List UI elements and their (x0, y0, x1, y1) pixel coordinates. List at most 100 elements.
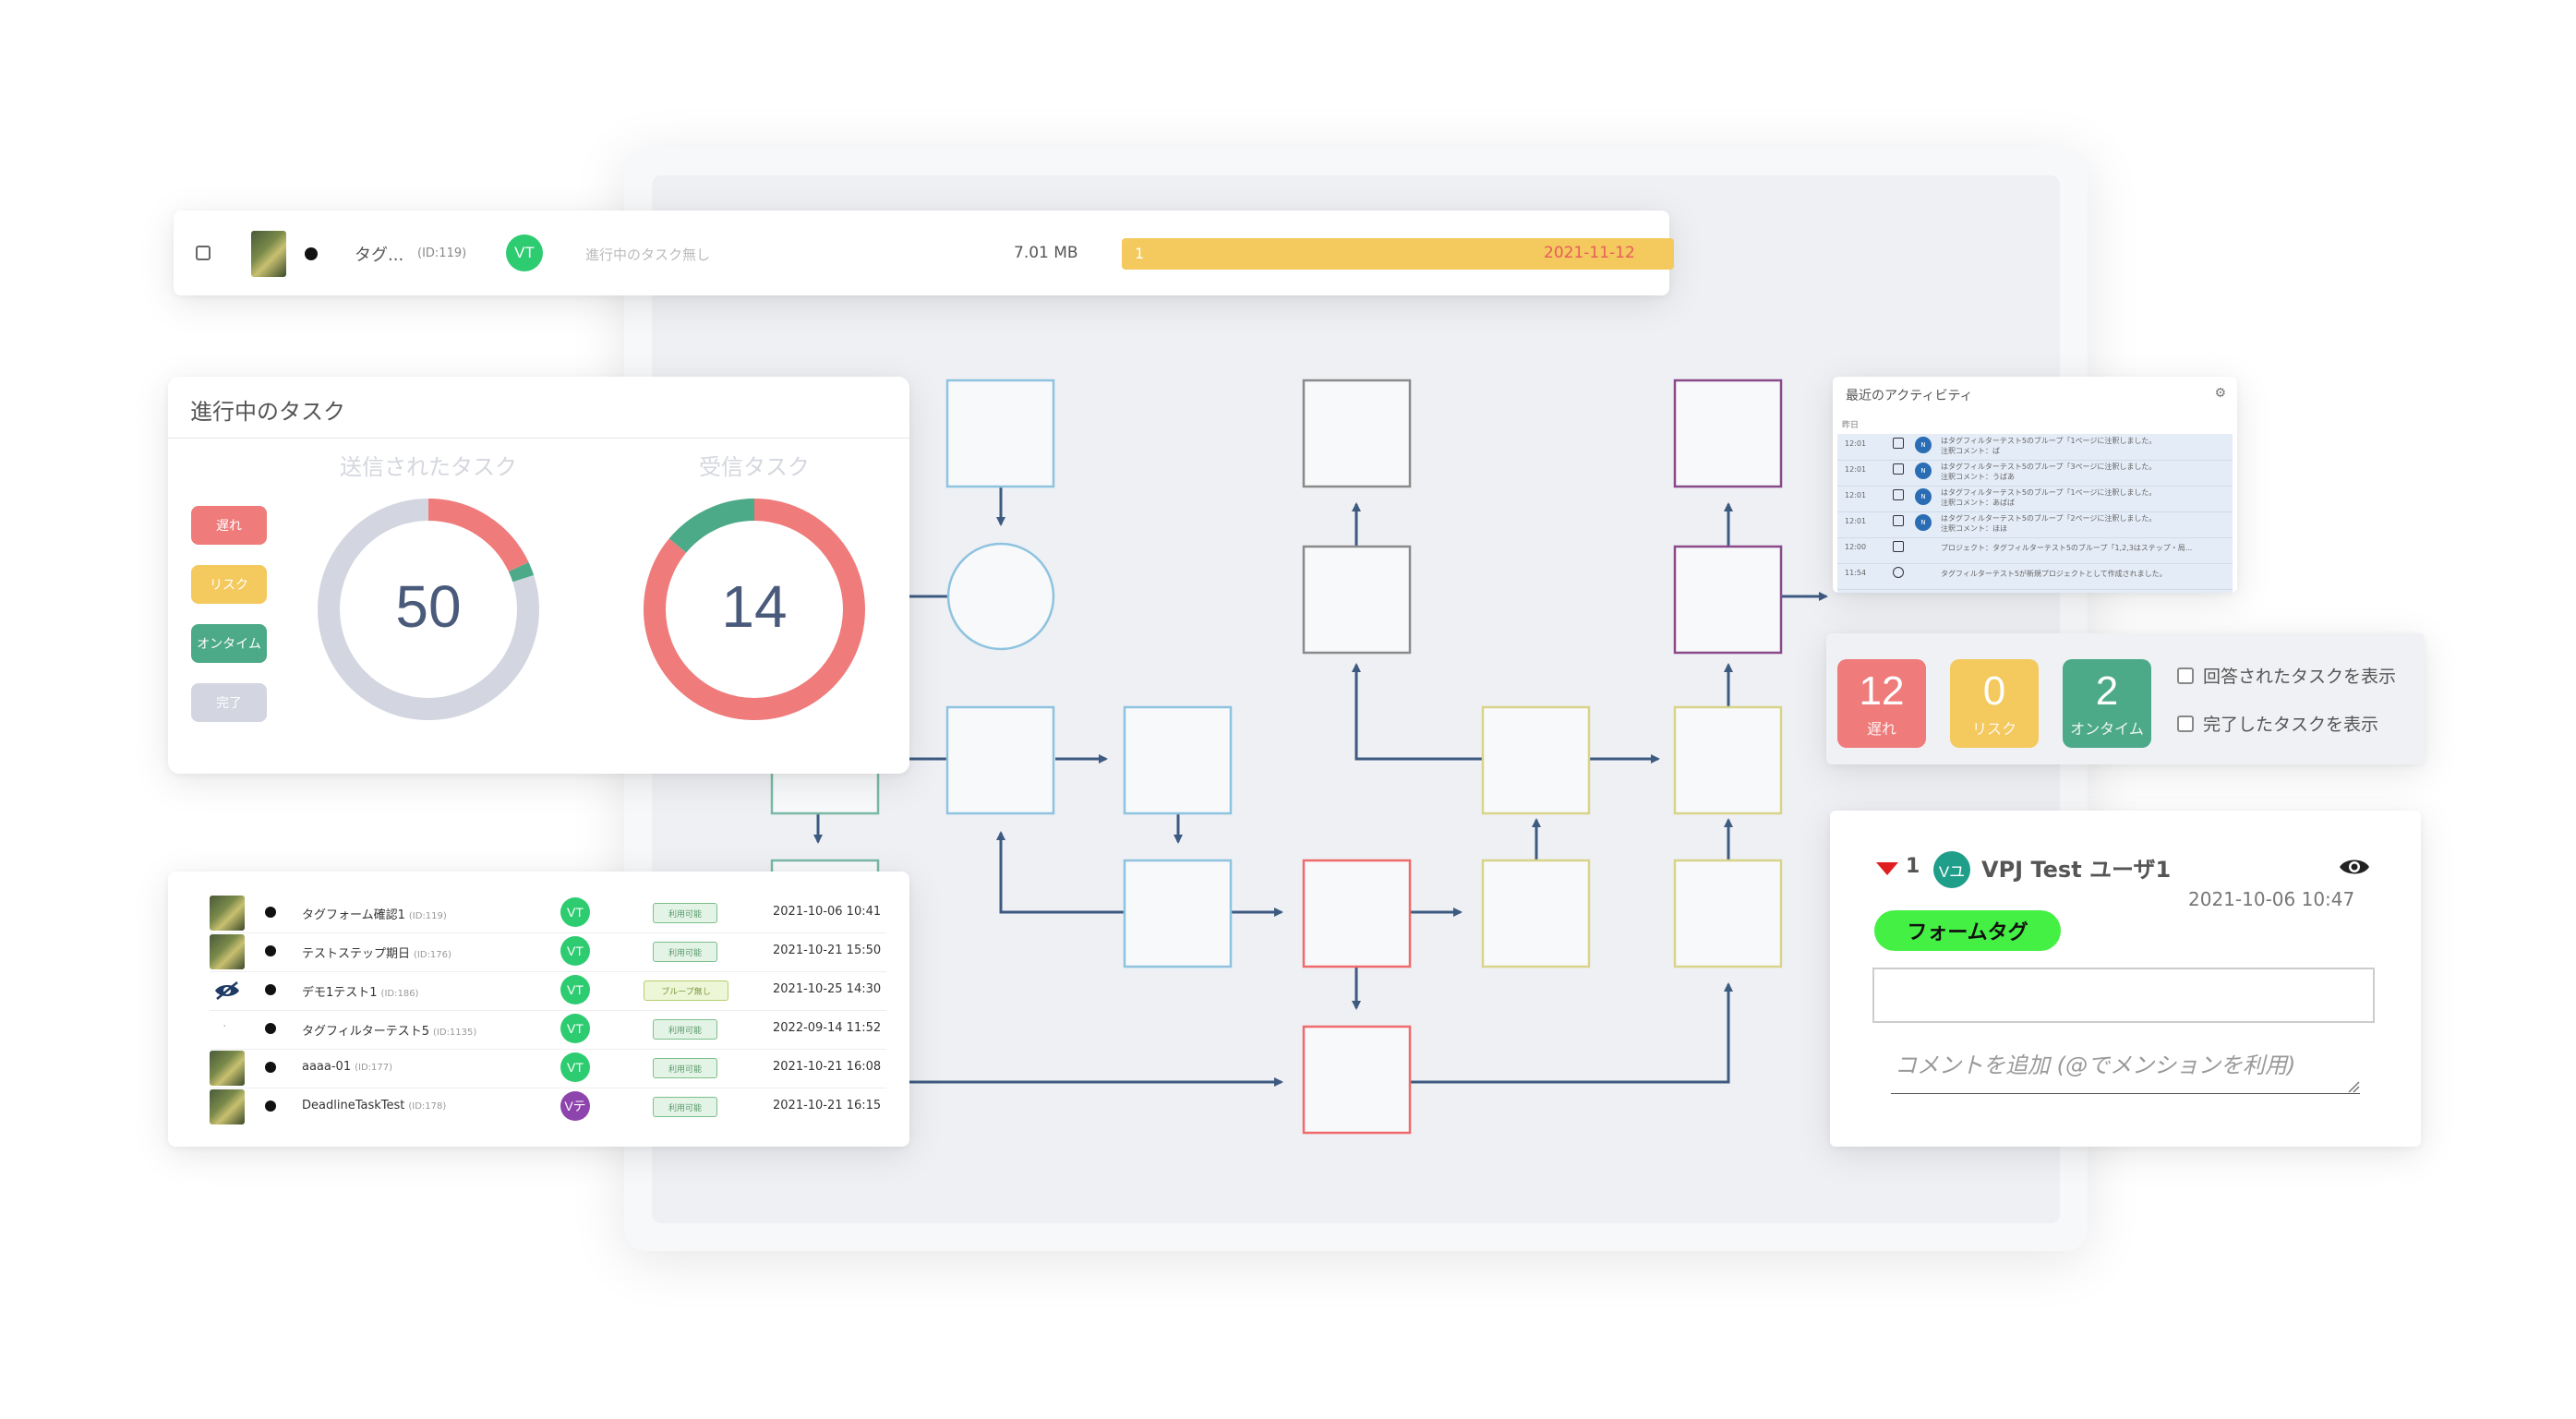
row-checkbox[interactable] (196, 246, 211, 260)
eye-icon[interactable] (2338, 855, 2371, 879)
show-completed-checkbox[interactable] (2177, 715, 2194, 732)
file-row[interactable]: タグ... (ID:119) VT 進行中のタスク無し 7.01 MB 1 20… (174, 210, 1674, 295)
tag-input[interactable] (1872, 968, 2375, 1023)
status-badge: 利用可能 (653, 903, 717, 923)
legend-done[interactable]: 完了 (191, 683, 267, 722)
activity-message: プロジェクト：タグフィルターテスト5のブループ「1,2,3はステップ・局... (1941, 544, 2193, 552)
sent-tasks-count: 50 (395, 573, 462, 640)
connector (996, 831, 1125, 914)
status-dot (265, 945, 276, 956)
resize-handle-icon[interactable] (2347, 1080, 2360, 1093)
form-tag-badge[interactable]: フォームタグ (1874, 910, 2061, 951)
late-count-tile[interactable]: 12 遅れ (1837, 659, 1926, 748)
caret-down-icon[interactable] (1876, 862, 1898, 877)
received-tasks-donut[interactable] (634, 489, 874, 729)
task-list: タグフォーム確認1(ID:119) VT 利用可能 2021-10-06 10:… (168, 872, 909, 1147)
late-label: 遅れ (1866, 720, 1896, 738)
file-id: (ID:119) (417, 247, 467, 260)
status-badge: 利用可能 (653, 1097, 717, 1117)
table-row[interactable]: デモ1テスト1(ID:186) VT ブループ無し 2021-10-25 14:… (210, 971, 886, 1011)
task-thumbnail (210, 934, 245, 969)
workflow-step (1673, 705, 1783, 815)
file-name[interactable]: タグ... (355, 246, 404, 265)
avatar: VT (560, 975, 590, 1004)
task-date: 2021-10-21 16:08 (773, 1060, 882, 1074)
activity-item[interactable]: 12:00 プロジェクト：タグフィルターテスト5のブループ「1,2,3はステップ… (1837, 537, 2233, 564)
avatar: N (1915, 437, 1932, 453)
comment-input[interactable]: コメントを追加 (@でメンションを利用) (1895, 1052, 2296, 1078)
legend-late[interactable]: 遅れ (191, 506, 267, 545)
workflow-step (1123, 705, 1233, 815)
legend-on-time[interactable]: オンタイム (191, 624, 267, 663)
table-row[interactable]: aaaa-01(ID:177) VT 利用可能 2021-10-21 16:08 (210, 1049, 886, 1088)
received-segment[interactable] (644, 499, 865, 720)
avatar: Vテ (560, 1091, 590, 1121)
task-name[interactable]: aaaa-01(ID:177) (302, 1060, 393, 1074)
document-icon (1893, 541, 1904, 552)
status-dot (265, 1062, 276, 1073)
workflow-step (1673, 859, 1783, 968)
received-tasks-count: 14 (721, 573, 788, 640)
task-name[interactable]: タグフィルターテスト5(ID:1135) (302, 1025, 477, 1039)
activity-item[interactable]: 11:54 タグフィルターテスト5が新規プロジェクトとして作成されました。 (1837, 563, 2233, 590)
late-count: 12 (1859, 668, 1905, 714)
table-row[interactable]: テストステップ期日(ID:176) VT 利用可能 2021-10-21 15:… (210, 932, 886, 972)
activity-item[interactable]: 12:01 N はタグフィルターテスト5のブループ「1ページに注釈しました。注釈… (1837, 486, 2233, 512)
eye-off-icon (215, 981, 239, 1000)
show-completed-option[interactable]: 完了したタスクを表示 (2177, 711, 2378, 736)
activity-time: 12:01 (1845, 517, 1867, 525)
connector (1352, 663, 1483, 761)
on-time-count-tile[interactable]: 2 オンタイム (2063, 659, 2151, 748)
status-badge: 利用可能 (653, 942, 717, 962)
activity-item[interactable]: 12:01 N はタグフィルターテスト5のブループ「1ページに注釈しました。注釈… (1837, 434, 2233, 461)
task-date: 2022-09-14 11:52 (773, 1021, 882, 1035)
status-badge: 利用可能 (653, 1019, 717, 1040)
task-name[interactable]: デモ1テスト1(ID:186) (302, 986, 419, 1000)
show-answered-checkbox[interactable] (2177, 667, 2194, 684)
comment-card: 1 Vユ VPJ Test ユーザ1 2021-10-06 10:47 フォーム… (1830, 811, 2421, 1147)
table-row[interactable]: タグフォーム確認1(ID:119) VT 利用可能 2021-10-06 10:… (210, 894, 886, 933)
avatar: Vユ (1933, 851, 1970, 888)
annotation-icon (1893, 515, 1904, 526)
sent-segment[interactable] (318, 499, 539, 720)
avatar: N (1915, 514, 1932, 531)
avatar: VT (506, 234, 543, 271)
workflow-step (1302, 1025, 1412, 1135)
activity-item[interactable]: 12:01 N はタグフィルターテスト5のブループ「2ページに注釈しました。注釈… (1837, 511, 2233, 538)
gear-icon[interactable]: ⚙ (2214, 386, 2226, 401)
activity-title: 最近のアクティビティ (1846, 389, 1973, 403)
annotation-icon (1893, 489, 1904, 500)
task-thumbnail (210, 896, 245, 931)
progress-fill (1122, 238, 1674, 270)
task-thumbnail (210, 1089, 245, 1124)
avatar: VT (560, 936, 590, 966)
task-name[interactable]: テストステップ期日(ID:176) (302, 947, 451, 961)
comment-count: 1 (1906, 855, 1920, 878)
show-answered-option[interactable]: 回答されたタスクを表示 (2177, 663, 2396, 688)
avatar: VT (560, 1014, 590, 1043)
on-time-count: 2 (2095, 668, 2119, 714)
task-name[interactable]: タグフォーム確認1(ID:119) (302, 908, 447, 922)
due-date: 2021-11-12 (1544, 244, 1635, 262)
activity-time: 11:54 (1845, 569, 1867, 577)
connector (1410, 982, 1733, 1084)
table-row[interactable]: · タグフィルターテスト5(ID:1135) VT 利用可能 2022-09-1… (210, 1010, 886, 1050)
activity-time: 12:01 (1845, 491, 1867, 499)
comment-author: VPJ Test ユーザ1 (1981, 857, 2172, 883)
sent-tasks-donut[interactable] (308, 489, 548, 729)
received-tasks-title: 受信タスク (699, 454, 810, 480)
activity-message: はタグフィルターテスト5のブループ「1ページに注釈しました。注釈コメント：あばば (1941, 488, 2157, 507)
status-dot (265, 984, 276, 995)
table-row[interactable]: DeadlineTaskTest(ID:178) Vテ 利用可能 2021-10… (210, 1088, 886, 1126)
status-badge: ブループ無し (644, 980, 728, 1001)
workflow-step (946, 542, 1055, 651)
recent-activity-card: 最近のアクティビティ ⚙ 昨日 12:01 N はタグフィルターテスト5のブルー… (1833, 377, 2237, 593)
activity-item[interactable]: 12:01 N はタグフィルターテスト5のブループ「3ページに注釈しました。注釈… (1837, 460, 2233, 487)
workflow-step (1302, 545, 1412, 655)
risk-count-tile[interactable]: 0 リスク (1950, 659, 2039, 748)
workflow-step (1481, 705, 1591, 815)
activity-message: はタグフィルターテスト5のブループ「3ページに注釈しました。注釈コメント：うばあ (1941, 463, 2157, 481)
activity-time: 12:01 (1845, 439, 1867, 448)
task-name[interactable]: DeadlineTaskTest(ID:178) (302, 1099, 447, 1112)
legend-risk[interactable]: リスク (191, 565, 267, 604)
